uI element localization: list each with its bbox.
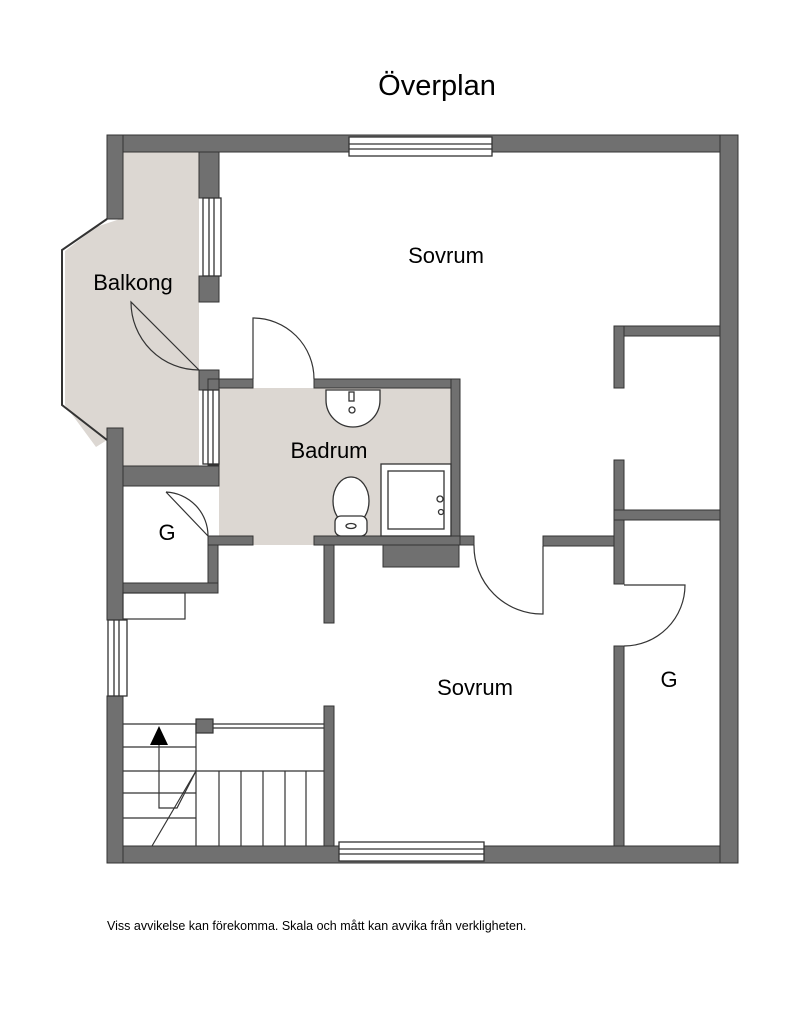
window-bottom (338, 841, 485, 862)
stair-wall (323, 705, 335, 847)
plan-title: Överplan (378, 70, 496, 102)
bath-wall-top-left (218, 378, 254, 389)
bay-outer (61, 218, 108, 441)
balkong-floor (65, 152, 199, 466)
closet-wall-left-low (613, 645, 625, 847)
window-left (107, 619, 128, 697)
door-g-right (623, 584, 686, 647)
closet-wall-left-top (613, 325, 625, 389)
door-sovrum-lower (473, 544, 544, 615)
room-label-sovrum-lower: Sovrum (437, 675, 513, 700)
wall-balkong-bottom (122, 465, 220, 487)
wall-balkong-sovrum-top (198, 151, 220, 199)
wall-stub-g-left (122, 592, 186, 620)
windows (107, 136, 493, 862)
stair-path (158, 745, 197, 809)
walls (61, 134, 739, 864)
door-bath (252, 317, 315, 380)
closet-wall-left-mid (613, 459, 625, 585)
g-left-wall-bottom (122, 582, 219, 594)
outer-wall-left-mid (106, 427, 124, 621)
up-arrow-icon (150, 726, 168, 745)
bath-low-block (382, 544, 460, 568)
room-label-g-left: G (158, 520, 175, 545)
window-top (348, 136, 493, 157)
closet-wall-divider (613, 509, 721, 521)
door-balkong (130, 300, 200, 371)
bath-wall-top-right (313, 378, 461, 389)
room-label-badrum: Badrum (290, 438, 367, 463)
staircase (123, 718, 324, 847)
outer-wall-right (719, 134, 739, 864)
bath-wall-bottom-mid (313, 535, 461, 546)
window-balkong (202, 197, 222, 277)
toilet-icon (332, 476, 370, 537)
outer-wall-left-top (106, 134, 124, 220)
bath-wall-corner (459, 535, 475, 546)
sink-icon (325, 389, 381, 428)
outer-wall-left-low (106, 695, 124, 864)
closet-wall-top (613, 325, 721, 337)
window-bath (202, 389, 220, 465)
wall-center-right (542, 535, 615, 547)
room-label-sovrum-upper: Sovrum (408, 243, 484, 268)
bath-wall-bottom-left (207, 535, 254, 546)
door-swings (122, 300, 686, 647)
shaded-floors (65, 152, 451, 545)
bath-wall-right (450, 378, 461, 546)
door-g-left (165, 491, 209, 537)
disclaimer-text: Viss avvikelse kan förekomma. Skala och … (107, 919, 527, 933)
room-label-balkong: Balkong (93, 270, 173, 295)
bath-stub-vertical (323, 544, 335, 624)
wall-balkong-sovrum-mid (198, 275, 220, 303)
room-label-g-right: G (660, 667, 677, 692)
shower-icon (380, 463, 452, 537)
